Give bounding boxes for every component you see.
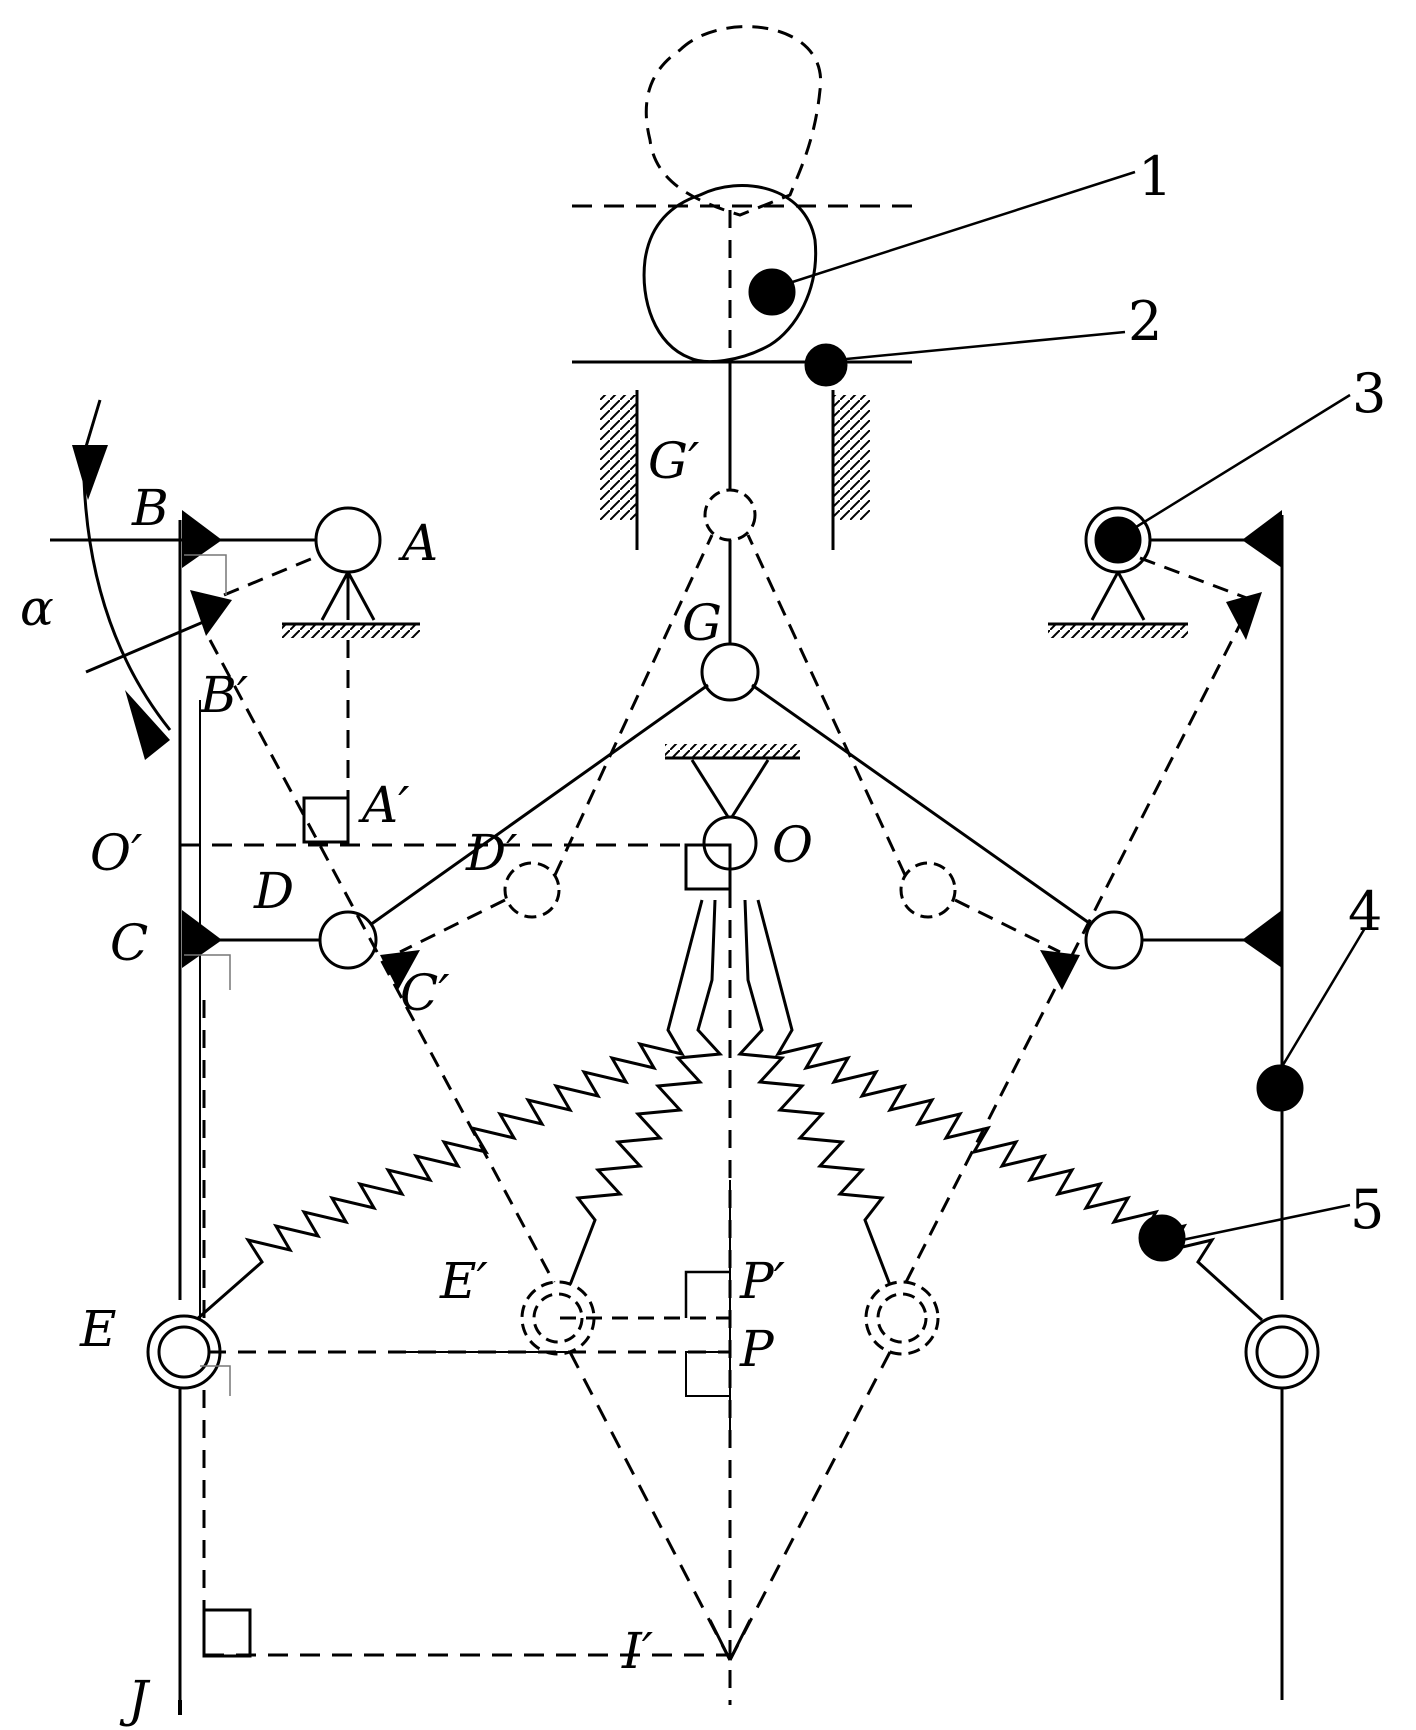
link-d-g	[369, 683, 709, 927]
joint-g-prime	[703, 488, 757, 542]
joint-d-prime-right	[899, 861, 957, 919]
callout-4: 4	[1348, 880, 1382, 943]
label-e-prime: E′	[439, 1252, 488, 1310]
callout-1: 1	[1138, 145, 1172, 208]
cam-marker-1	[748, 268, 796, 316]
joint-d-right	[1084, 910, 1144, 970]
label-a: A	[398, 514, 438, 572]
cam-ghost-profile	[644, 25, 823, 217]
spring-left-outer	[195, 899, 704, 1322]
joint-g	[700, 642, 760, 702]
follower-marker-2	[804, 343, 848, 387]
label-c: C	[110, 914, 148, 972]
marker-4	[1256, 1064, 1304, 1112]
label-o-prime: O′	[90, 824, 143, 882]
joint-d	[318, 910, 378, 970]
label-p-prime: P′	[739, 1252, 786, 1310]
label-d-prime: D′	[465, 824, 518, 882]
callout-4-leader	[1278, 927, 1367, 1071]
spring-left-inner	[568, 899, 724, 1286]
callout-5-leader	[1181, 1203, 1351, 1242]
joint-e-right	[1255, 1325, 1309, 1379]
callout-1-leader	[779, 170, 1136, 288]
label-p: P	[739, 1320, 775, 1378]
spring-right-outer	[756, 899, 1264, 1322]
spring-right-inner	[736, 899, 892, 1286]
label-i-prime: I′	[621, 1622, 654, 1680]
label-b: B	[131, 479, 169, 537]
joint-e	[157, 1325, 211, 1379]
o-right-angle	[684, 843, 732, 891]
label-a-prime: A′	[358, 776, 410, 834]
link-g-d-right	[751, 683, 1093, 927]
pivot-a	[314, 506, 382, 574]
label-g: G	[682, 594, 722, 652]
label-d: D	[253, 862, 294, 920]
callout-3-leader	[1127, 393, 1351, 534]
label-g-prime: G′	[648, 432, 700, 490]
p-right-angle	[685, 1351, 731, 1397]
label-alpha: α	[20, 579, 54, 637]
callout-3: 3	[1352, 362, 1386, 425]
b-prime-to-e-prime	[208, 639, 560, 1291]
callout-5: 5	[1350, 1178, 1384, 1241]
cam-profile	[642, 183, 818, 363]
label-c-prime: C′	[400, 964, 450, 1022]
label-b-prime: B′	[199, 666, 249, 724]
label-o: O	[772, 816, 813, 874]
j-right-angle	[202, 1608, 252, 1658]
label-j: J	[119, 1670, 151, 1728]
a-prime-right-angle	[302, 796, 350, 844]
callout-2-leader	[835, 330, 1126, 362]
label-e: E	[79, 1300, 117, 1358]
p-prime-right-angle	[684, 1270, 730, 1318]
joint-d-prime	[503, 861, 561, 919]
link-b-prime-a	[199, 554, 319, 607]
marker-5	[1138, 1214, 1186, 1262]
callout-2: 2	[1128, 290, 1162, 353]
